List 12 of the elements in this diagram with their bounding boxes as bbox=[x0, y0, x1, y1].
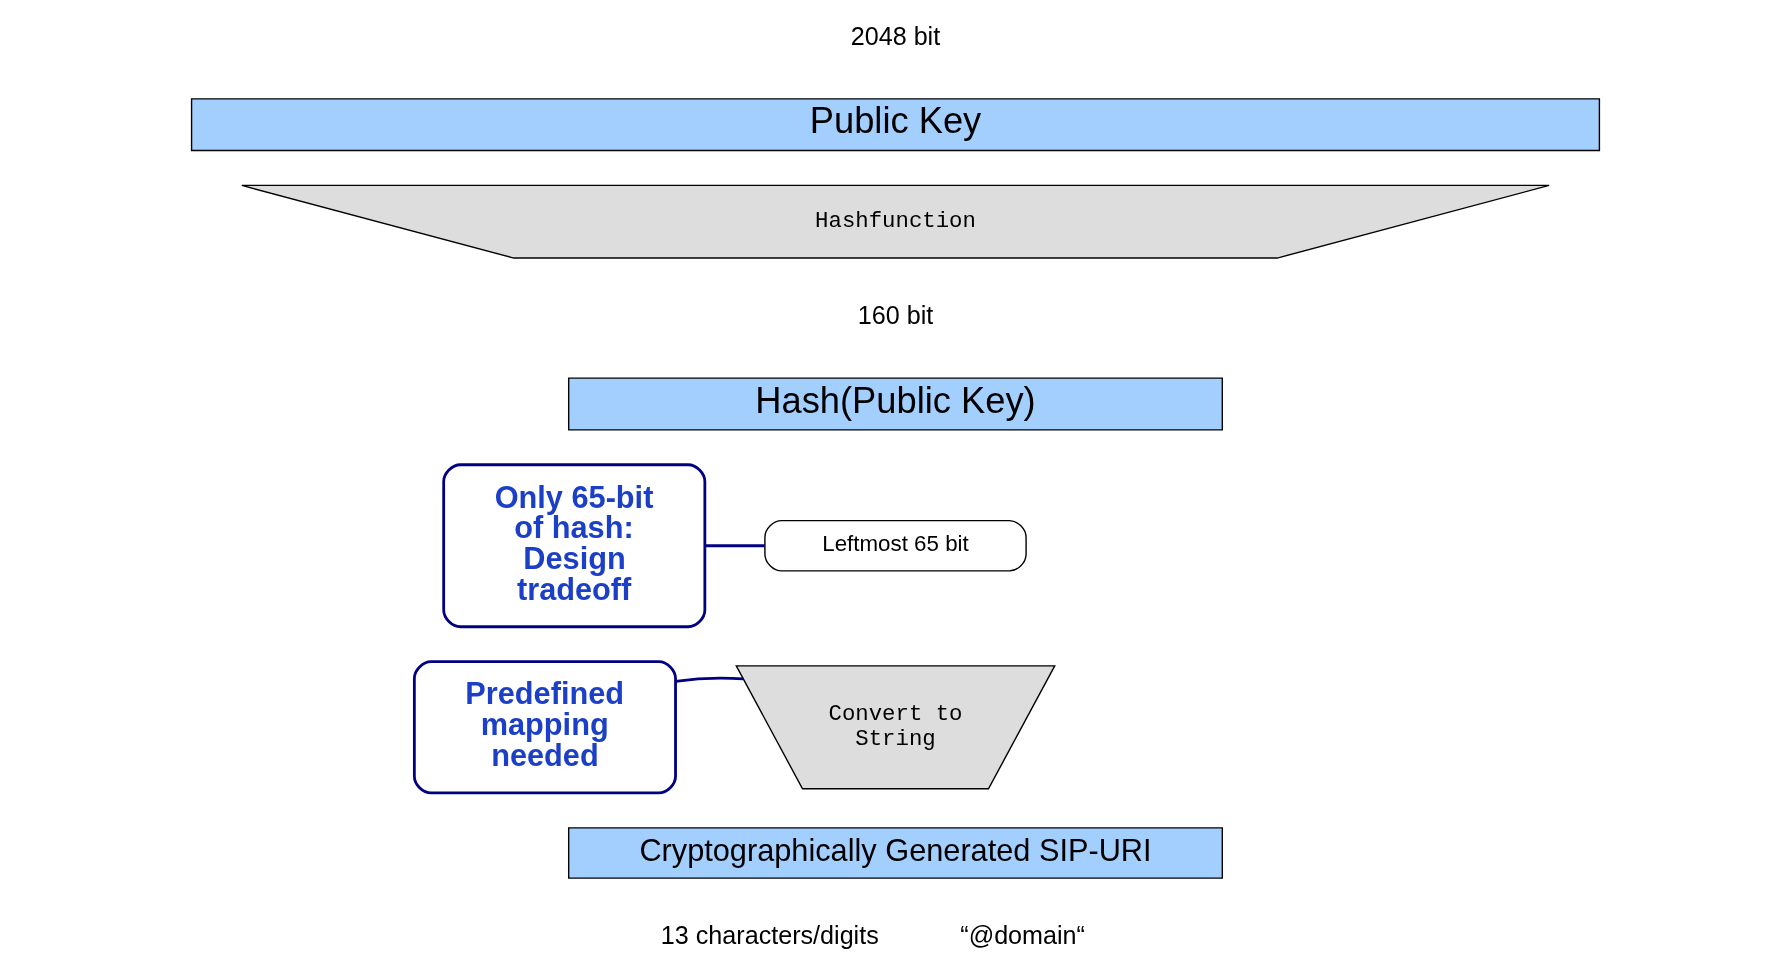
node-box: Public Key bbox=[190, 98, 1601, 152]
label: 2048 bit bbox=[850, 21, 941, 50]
label: 160 bit bbox=[857, 301, 934, 330]
label: “@domain“ bbox=[960, 921, 1085, 950]
node-box: Cryptographically Generated SIP-URI bbox=[567, 827, 1223, 879]
node-box: Leftmost 65 bit bbox=[764, 519, 1027, 572]
node-box: Hash(Public Key) bbox=[567, 377, 1223, 431]
node-box: Predefined mapping needed bbox=[412, 660, 677, 795]
connector bbox=[675, 676, 744, 683]
connector bbox=[705, 544, 765, 548]
node-box: Only 65-bit of hash: Design tradeoff bbox=[442, 463, 707, 629]
label: 13 characters/digits bbox=[660, 921, 879, 950]
